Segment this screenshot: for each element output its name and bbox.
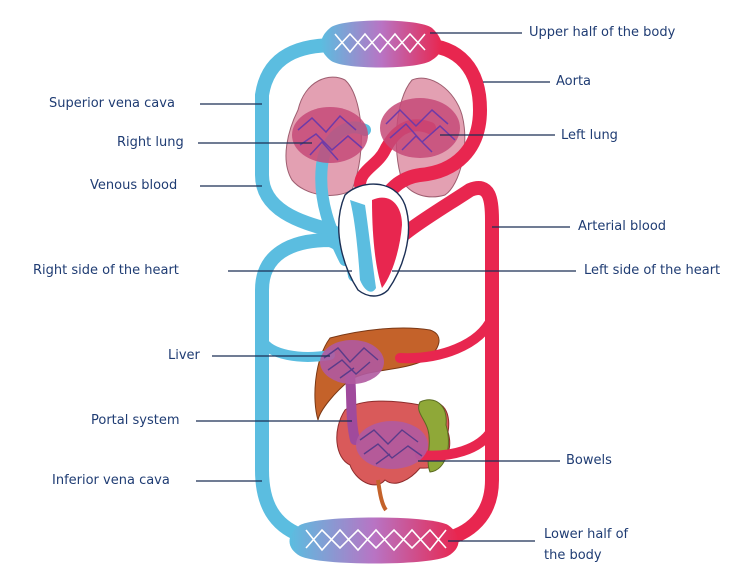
label-right-lung: Right lung — [117, 135, 184, 151]
label-lower-body-line2: the body — [544, 548, 602, 564]
label-arterial-blood: Arterial blood — [578, 219, 666, 235]
upper-body-capillaries — [321, 21, 442, 68]
right-lung-capillaries — [292, 107, 368, 163]
label-venous-blood: Venous blood — [90, 178, 177, 194]
label-liver: Liver — [168, 348, 200, 364]
label-superior-vena-cava: Superior vena cava — [49, 96, 175, 112]
lower-body-capillaries — [290, 518, 459, 564]
portal-vein — [350, 375, 355, 440]
label-left-heart: Left side of the heart — [584, 263, 720, 279]
label-left-lung: Left lung — [561, 128, 618, 144]
heart — [339, 184, 409, 296]
bowel-capillaries — [356, 421, 428, 469]
label-portal-system: Portal system — [91, 413, 179, 429]
label-aorta: Aorta — [556, 74, 591, 90]
label-inferior-vena-cava: Inferior vena cava — [52, 473, 170, 489]
label-right-heart: Right side of the heart — [33, 263, 179, 279]
label-upper-body: Upper half of the body — [529, 25, 675, 41]
label-bowels: Bowels — [566, 453, 612, 469]
label-lower-body-line1: Lower half of — [544, 527, 628, 543]
liver-capillaries — [320, 340, 384, 384]
left-lung-capillaries — [380, 98, 460, 158]
